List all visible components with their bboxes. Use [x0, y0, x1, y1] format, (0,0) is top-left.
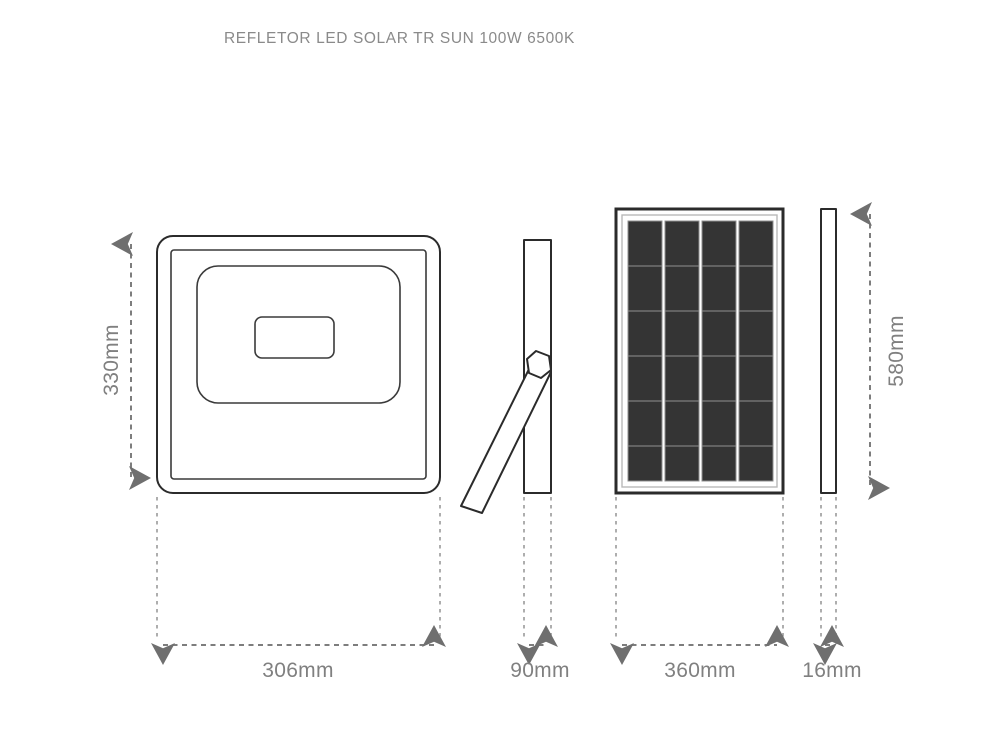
dim-text-16mm: 16mm [802, 659, 862, 682]
dimension-width-360mm: 360mm [610, 497, 789, 682]
dim-text-330mm: 330mm [100, 324, 123, 396]
panel-cell [627, 220, 663, 267]
panel-cell [701, 265, 737, 312]
panel-cell-grid [627, 220, 774, 482]
panel-cell [664, 220, 700, 267]
dim-text-580mm: 580mm [885, 315, 908, 387]
panel-cell [627, 445, 663, 482]
panel-cell [627, 310, 663, 357]
front-body-outer [156, 235, 441, 494]
panel-edge-profile [820, 208, 837, 494]
panel-cell [738, 445, 774, 482]
panel-cell [664, 400, 700, 447]
panel-cell [627, 265, 663, 312]
front-led-module [254, 316, 335, 359]
solar-panel-front-view [614, 207, 785, 495]
panel-cell [627, 400, 663, 447]
dimension-thickness-16mm: 16mm [802, 497, 862, 682]
panel-cell [701, 400, 737, 447]
panel-cell [701, 310, 737, 357]
panel-cell [738, 355, 774, 402]
panel-cell [738, 310, 774, 357]
hex-bolt-icon [526, 350, 552, 379]
panel-cell [664, 310, 700, 357]
dimension-width-306mm: 306mm [151, 497, 446, 682]
dim-text-306mm: 306mm [262, 659, 334, 682]
panel-cell [664, 355, 700, 402]
panel-cell [738, 400, 774, 447]
panel-cell [664, 265, 700, 312]
dimension-height-580mm: 580mm [850, 202, 908, 500]
front-lens-panel [196, 265, 401, 404]
panel-inner-frame [621, 214, 778, 488]
dim-text-90mm: 90mm [510, 659, 570, 682]
page-title: REFLETOR LED SOLAR TR SUN 100W 6500K [224, 30, 575, 47]
dim-text-360mm: 360mm [664, 659, 736, 682]
panel-cell [627, 355, 663, 402]
panel-cell [738, 220, 774, 267]
dimension-depth-90mm: 90mm [510, 497, 570, 682]
panel-cell [701, 355, 737, 402]
front-body-bezel [170, 249, 427, 480]
panel-cell [701, 220, 737, 267]
panel-cell [664, 445, 700, 482]
panel-cell [701, 445, 737, 482]
dimension-height-330mm: 330mm [100, 232, 151, 490]
panel-cell [738, 265, 774, 312]
floodlight-side-view [460, 239, 552, 514]
solar-panel-side-view [820, 208, 837, 494]
floodlight-front-view [156, 235, 441, 494]
